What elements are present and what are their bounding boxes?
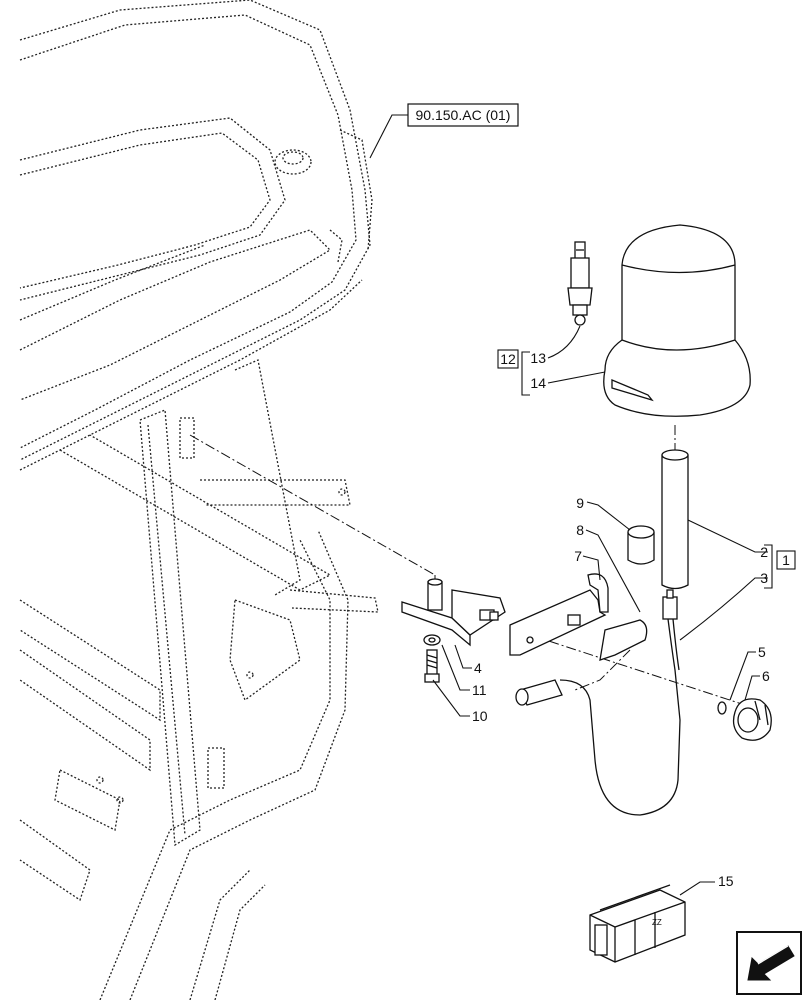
beacon-dome <box>603 224 751 417</box>
callout-15: 15 <box>718 873 734 889</box>
callout-6: 6 <box>762 668 770 684</box>
centerline <box>514 629 746 706</box>
callout-8: 8 <box>576 522 584 538</box>
callout-4: 4 <box>474 660 482 676</box>
reference-label: 90.150.AC (01) <box>416 107 511 123</box>
centerline <box>189 434 436 576</box>
callout-9: 9 <box>576 495 584 511</box>
leader-lines <box>432 325 768 896</box>
callout-12: 12 <box>500 351 516 367</box>
callout-2: 2 <box>760 544 768 560</box>
clamp-bracket <box>509 573 648 661</box>
callout-box-12 <box>497 349 519 369</box>
reference-leader <box>369 114 408 159</box>
callout-box-1 <box>776 550 796 570</box>
mast-tube <box>661 449 689 590</box>
halogen-bulb <box>567 241 593 326</box>
callout-14: 14 <box>530 375 546 391</box>
callout-5: 5 <box>758 644 766 660</box>
lock-washer <box>717 701 727 715</box>
power-cable <box>515 589 681 816</box>
mounting-bracket <box>401 578 506 647</box>
callout-7: 7 <box>574 548 582 564</box>
cab-frame <box>19 0 379 1001</box>
group-bracket <box>764 544 773 589</box>
callout-13: 13 <box>530 350 546 366</box>
callout-1: 1 <box>782 552 790 568</box>
group-bracket <box>521 351 530 396</box>
callout-11: 11 <box>472 682 487 698</box>
reference-box[interactable]: 90.150.AC (01) <box>407 103 519 127</box>
arrow-down-left-icon[interactable] <box>736 931 802 995</box>
callout-labels: 12 13 14 9 8 7 2 3 1 4 11 10 5 6 15 <box>472 349 796 889</box>
svg-text:ZZ: ZZ <box>652 918 662 927</box>
sleeve <box>627 525 655 565</box>
bolt <box>424 649 440 683</box>
kit-crate: ZZ <box>589 884 686 963</box>
callout-10: 10 <box>472 708 488 724</box>
washer <box>423 634 441 646</box>
centerline <box>574 649 631 691</box>
callout-3: 3 <box>760 570 768 586</box>
knurled-nut <box>732 698 772 741</box>
